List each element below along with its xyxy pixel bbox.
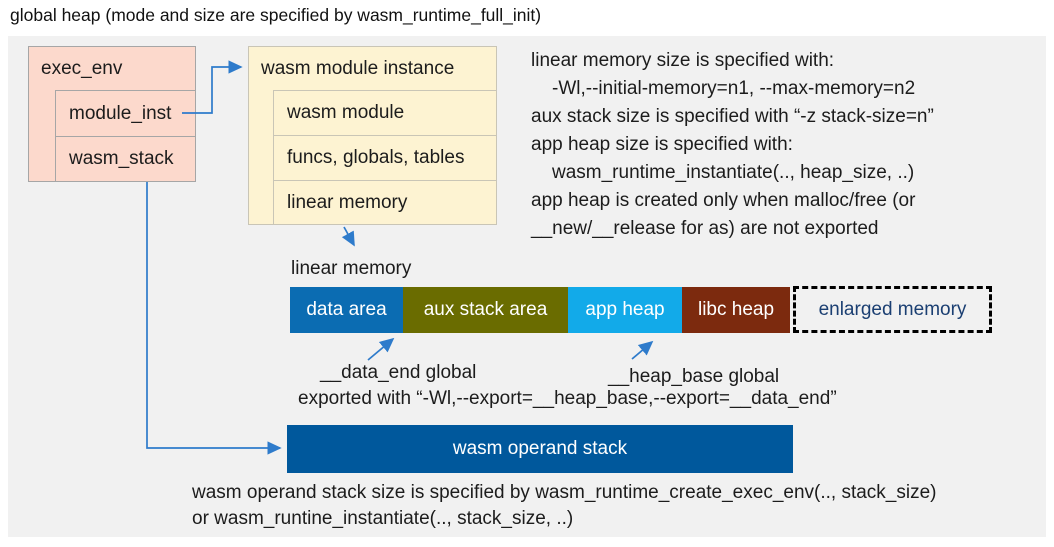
linear-memory-label: linear memory — [291, 258, 412, 279]
heap-base-global-label: __heap_base global — [608, 366, 780, 387]
data-end-global-label: __data_end global — [320, 362, 477, 383]
exec-env-row-wasm-stack: wasm_stack — [55, 136, 196, 182]
enlarged-memory-box: enlarged memory — [793, 286, 992, 333]
note-app-heap-created-2: __new/__release for as) are not exported — [531, 218, 879, 239]
note-initial-max-memory: -Wl,--initial-memory=n1, --max-memory=n2 — [552, 78, 916, 99]
exec-env-row-module-inst: module_inst — [55, 90, 196, 137]
footer-line-2: or wasm_runtine_instantiate(.., stack_si… — [192, 508, 574, 529]
note-app-heap-created-1: app heap is created only when malloc/fre… — [531, 190, 916, 211]
note-aux-stack-size: aux stack size is specified with “-z sta… — [531, 106, 934, 127]
note-app-heap-size: app heap size is specified with: — [531, 134, 793, 155]
footer-line-1: wasm operand stack size is specified by … — [192, 482, 937, 503]
segment-libc-heap: libc heap — [682, 287, 790, 333]
note-runtime-instantiate: wasm_runtime_instantiate(.., heap_size, … — [552, 162, 915, 183]
segment-aux-stack-area: aux stack area — [403, 287, 568, 333]
linear-memory-bar: data area aux stack area app heap libc h… — [290, 287, 790, 333]
exec-env-title: exec_env — [41, 58, 123, 79]
wasm-operand-stack-bar: wasm operand stack — [287, 425, 793, 473]
segment-data-area: data area — [290, 287, 403, 333]
module-instance-row-funcs-globals-tables: funcs, globals, tables — [273, 135, 497, 181]
module-instance-row-wasm-module: wasm module — [273, 90, 497, 136]
exported-with-label: exported with “-Wl,--export=__heap_base,… — [298, 388, 837, 409]
module-instance-title: wasm module instance — [261, 58, 455, 79]
diagram-title: global heap (mode and size are specified… — [10, 5, 542, 25]
note-linear-memory-size: linear memory size is specified with: — [531, 50, 835, 71]
module-instance-row-linear-memory: linear memory — [273, 180, 497, 225]
segment-app-heap: app heap — [568, 287, 682, 333]
notes-block: linear memory size is specified with: -W… — [531, 47, 934, 243]
